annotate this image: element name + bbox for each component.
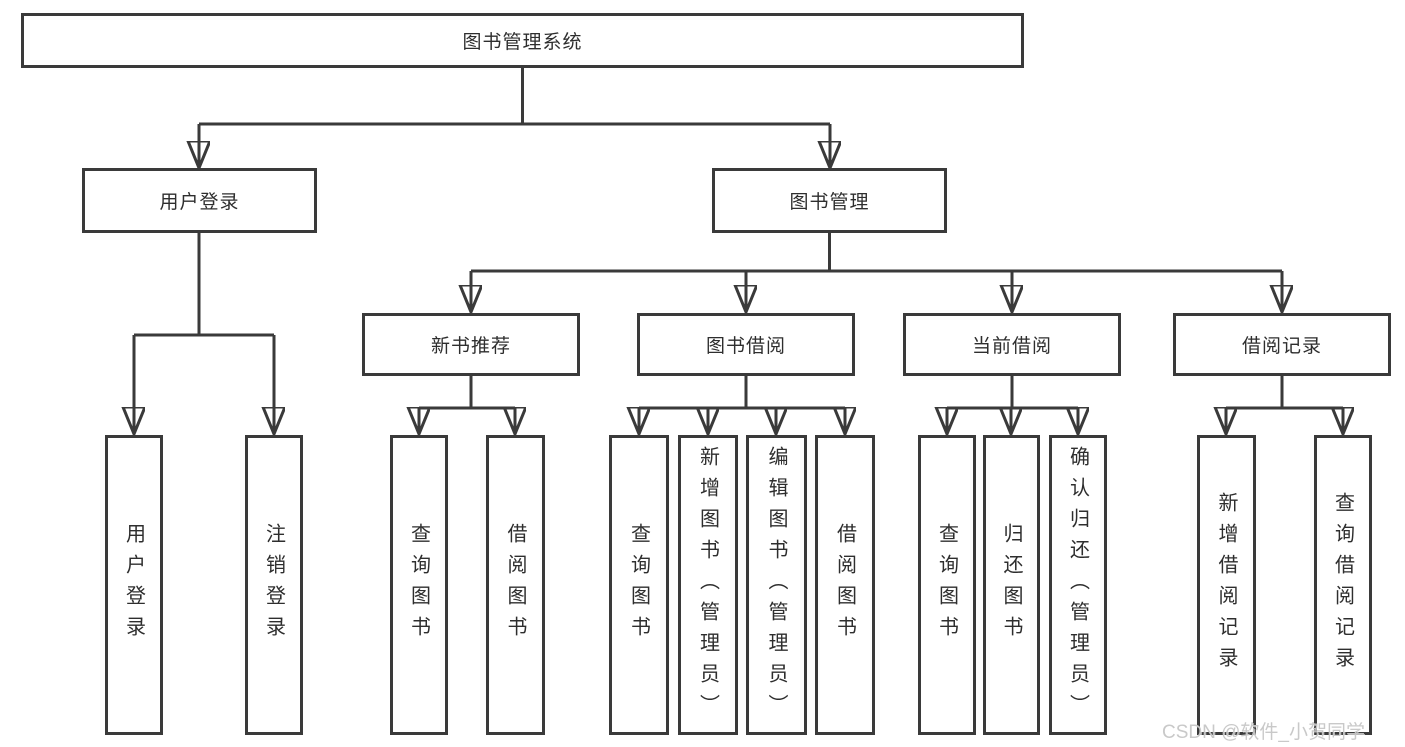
connector-recommend-to-leaves xyxy=(419,376,515,433)
connector-current-to-leaves xyxy=(947,376,1078,433)
leaf-borrow-books: 借阅图书 xyxy=(815,435,875,735)
leaf-edit-books-admin: 编辑图书（管理员） xyxy=(746,435,807,735)
node-book-borrow: 图书借阅 xyxy=(637,313,855,376)
connector-management-to-level3 xyxy=(471,233,1282,311)
connector-login-to-leaves xyxy=(134,233,274,433)
leaf-return-books: 归还图书 xyxy=(983,435,1040,735)
leaf-confirm-return-admin: 确认归还（管理员） xyxy=(1049,435,1107,735)
connector-records-to-leaves xyxy=(1226,376,1343,433)
leaf-query-borrow-record: 查询借阅记录 xyxy=(1314,435,1372,735)
node-new-book-recommend: 新书推荐 xyxy=(362,313,580,376)
leaf-query-books-current: 查询图书 xyxy=(918,435,976,735)
leaf-logout: 注销登录 xyxy=(245,435,303,735)
node-book-management: 图书管理 xyxy=(712,168,947,233)
leaf-borrow-books-recommend: 借阅图书 xyxy=(486,435,545,735)
leaf-user-login: 用户登录 xyxy=(105,435,163,735)
leaf-query-books-recommend: 查询图书 xyxy=(390,435,448,735)
connector-borrow-to-leaves xyxy=(639,376,845,433)
node-borrow-records: 借阅记录 xyxy=(1173,313,1391,376)
node-root-library-system: 图书管理系统 xyxy=(21,13,1024,68)
leaf-add-books-admin: 新增图书（管理员） xyxy=(678,435,738,735)
csdn-watermark: CSDN @软件_小贺同学 xyxy=(1162,722,1365,743)
node-current-borrow: 当前借阅 xyxy=(903,313,1121,376)
connector-root-to-level2 xyxy=(199,68,830,167)
leaf-query-books-borrow: 查询图书 xyxy=(609,435,669,735)
leaf-add-borrow-record: 新增借阅记录 xyxy=(1197,435,1256,735)
node-user-login: 用户登录 xyxy=(82,168,317,233)
